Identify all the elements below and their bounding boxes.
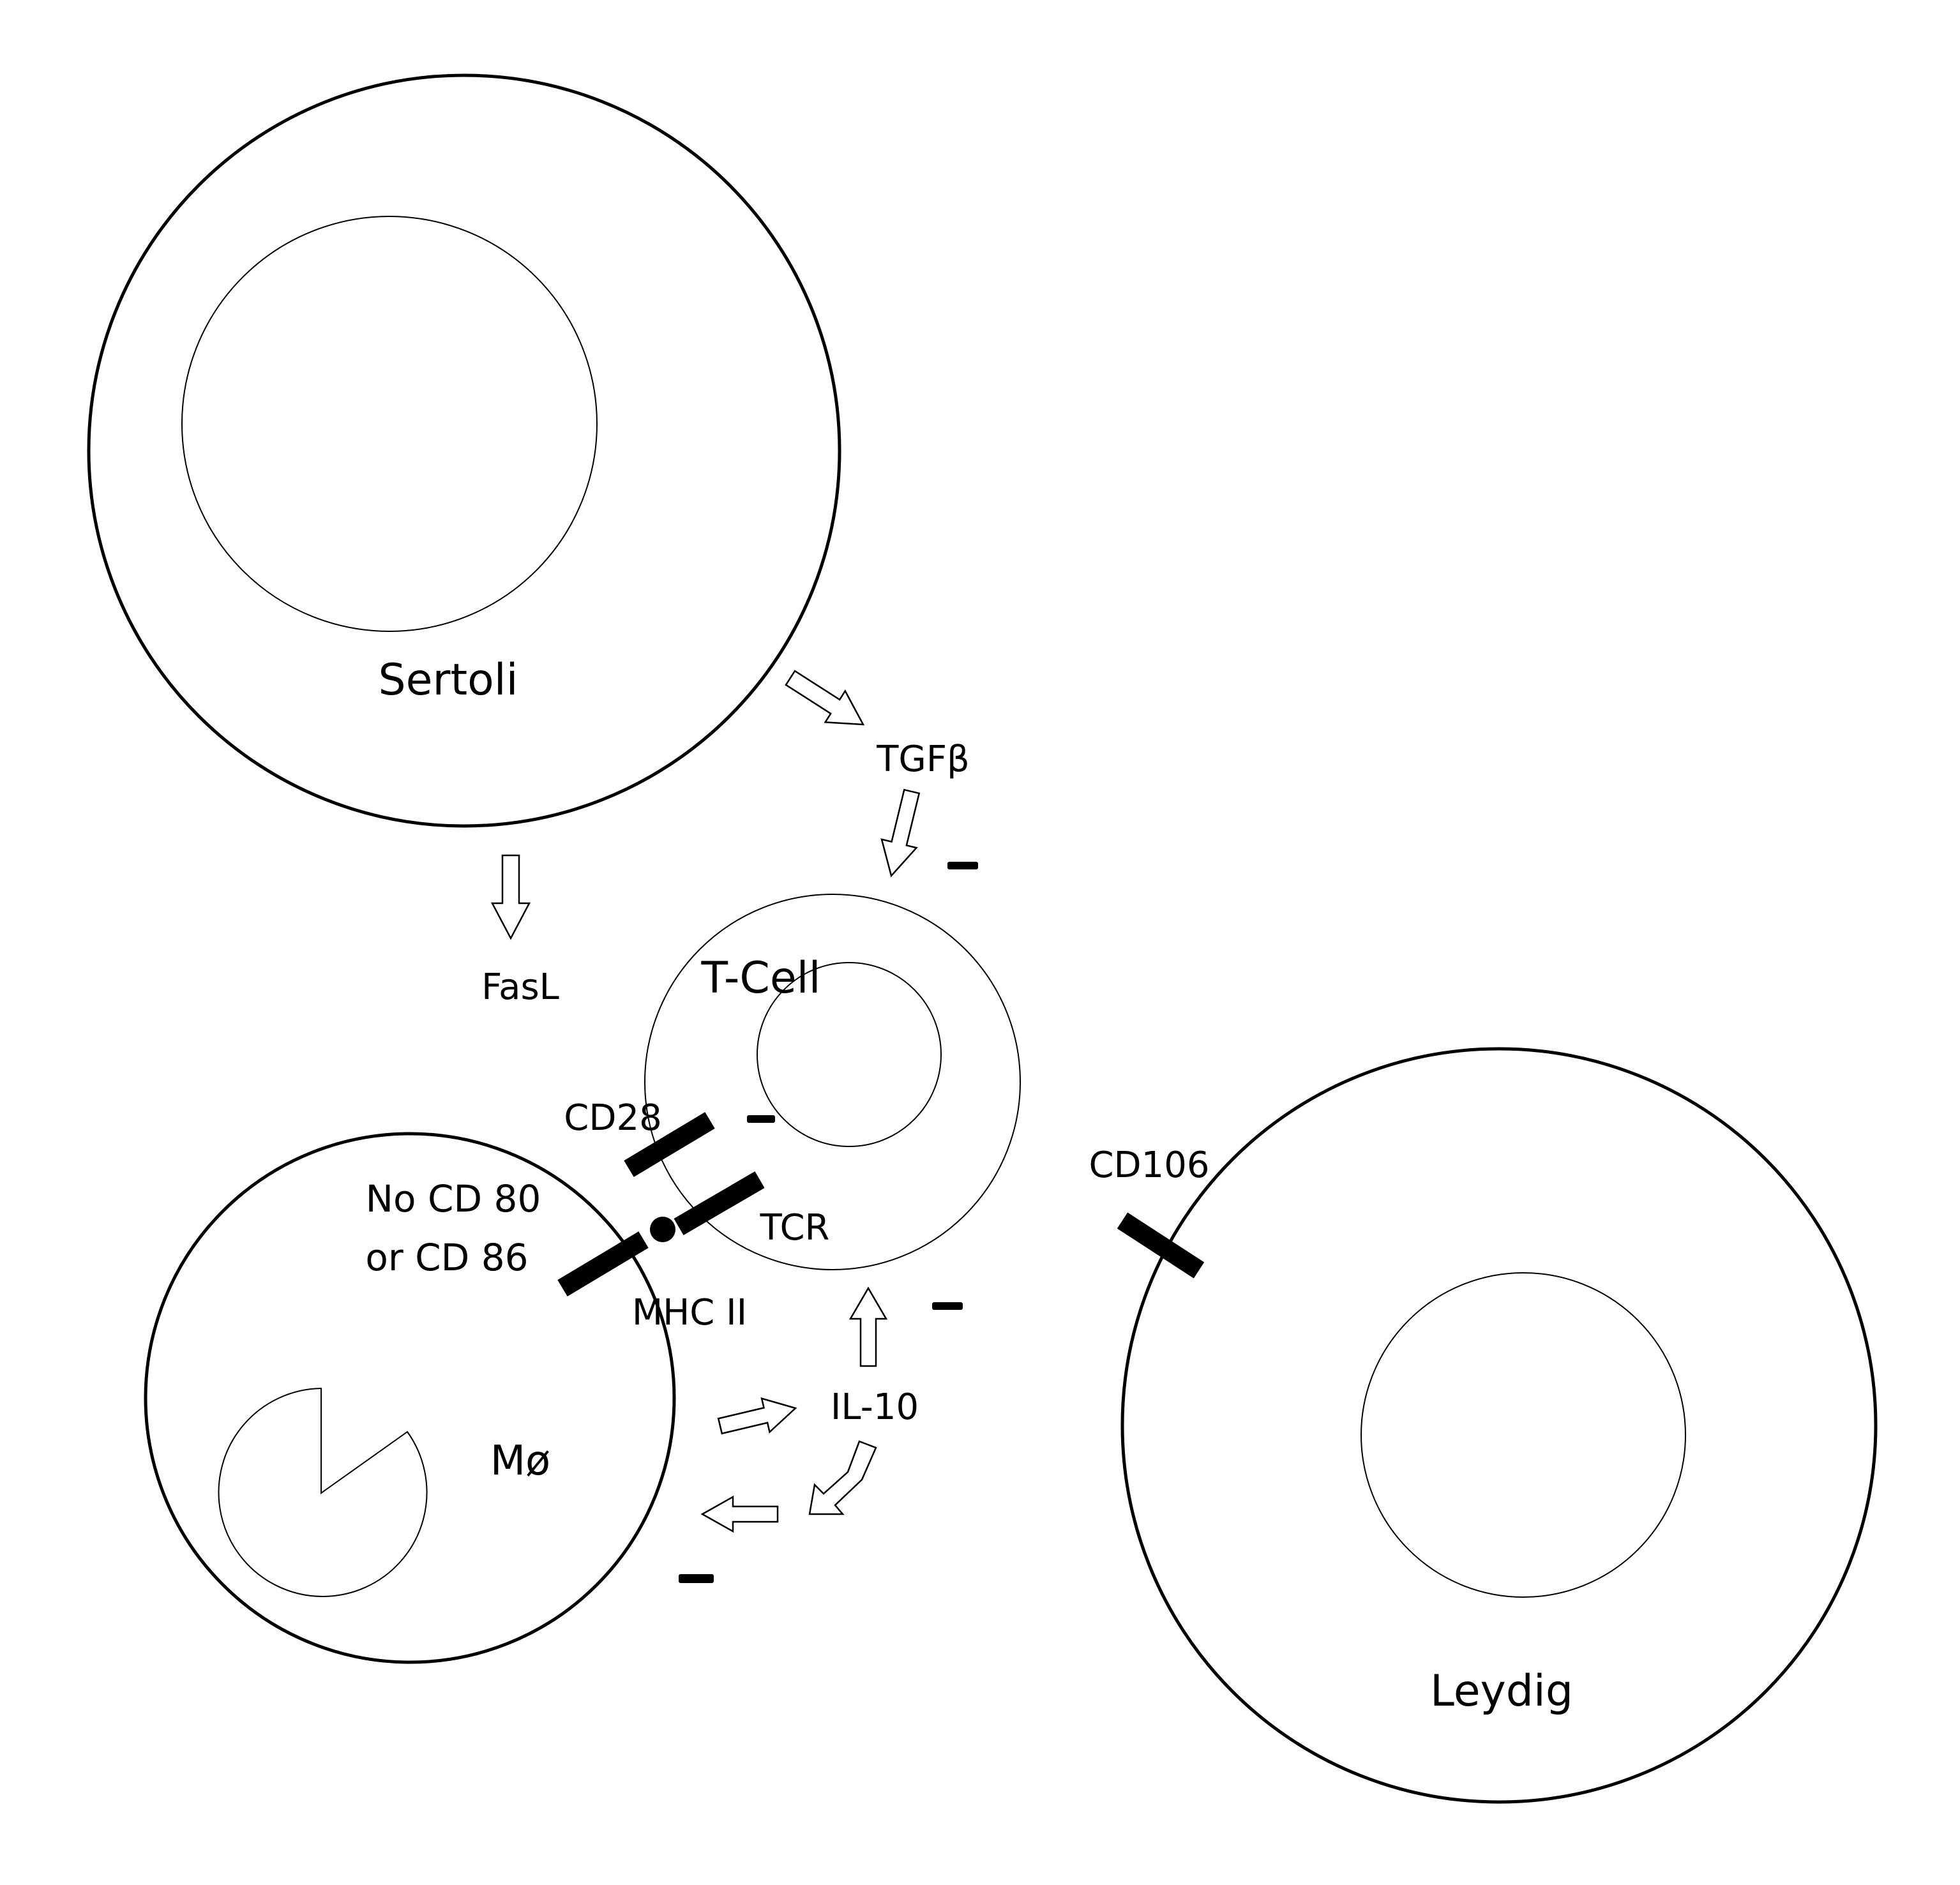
cd106-receptor (1117, 1212, 1205, 1279)
no-costim-label-line2: or CD 86 (365, 1236, 528, 1279)
no-costim-label-line1: No CD 80 (366, 1177, 541, 1220)
leydig-membrane (1120, 1047, 1878, 1804)
il10-return-bent-arrow (808, 1440, 877, 1515)
macrophage-label: Mø (490, 1438, 550, 1485)
signal-arrows (490, 670, 921, 1533)
il10-to-tcell-arrow (848, 1286, 888, 1367)
sertoli-cell: Sertoli (87, 73, 841, 828)
il10-tcell-inhibition-minus (932, 1302, 963, 1310)
t-cell-membrane (644, 894, 1021, 1270)
il10-macrophage-inhibition-minus (679, 1574, 714, 1583)
t-cell-nucleus (757, 962, 942, 1147)
cd28-label: CD28 (564, 1097, 661, 1139)
antigen-peptide (650, 1217, 675, 1242)
sertoli-membrane (87, 73, 841, 828)
tgf-to-tcell-arrow (880, 788, 921, 878)
sertoli-nucleus (181, 216, 598, 632)
mhc2-receptor (557, 1231, 649, 1296)
sertoli-label: Sertoli (378, 655, 518, 705)
fasl-label: FasL (481, 966, 559, 1008)
phagosome-icon (218, 1387, 428, 1597)
sertoli-to-fasl-arrow (490, 854, 531, 940)
cd106-label: CD106 (1089, 1145, 1209, 1186)
cd28-inhibition-minus (747, 1115, 775, 1123)
mhc2-label: MHC II (632, 1292, 747, 1333)
macrophage-membrane (144, 1132, 676, 1664)
macrophage-to-il10-arrow (717, 1397, 797, 1435)
tcr-label: TCR (760, 1207, 830, 1249)
il10-label: IL-10 (831, 1386, 919, 1428)
macrophage-cell: Mø (144, 1132, 676, 1664)
leydig-cell: Leydig (1120, 1047, 1878, 1804)
inhibition-marks (679, 862, 978, 1583)
tgf-beta-label: TGFβ (876, 739, 970, 780)
cd28-receptor (624, 1112, 715, 1177)
leydig-nucleus (1361, 1272, 1686, 1598)
sertoli-to-tgf-arrow (785, 670, 865, 726)
il10-to-macrophage-arrow (700, 1495, 779, 1533)
leydig-label: Leydig (1430, 1666, 1573, 1716)
tgf-inhibition-minus (947, 862, 978, 869)
tcr-receptor (674, 1171, 765, 1235)
t-cell: T-Cell (644, 894, 1021, 1270)
t-cell-label: T-Cell (701, 953, 821, 1003)
